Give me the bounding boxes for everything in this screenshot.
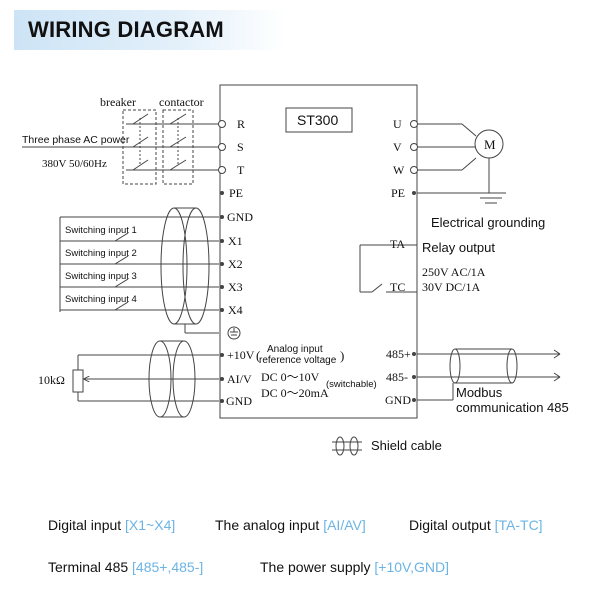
model-label: ST300 <box>297 112 338 128</box>
terminal-s: S <box>237 140 244 154</box>
model-box <box>285 107 353 133</box>
analog-range-v: DC 0～10V <box>261 370 320 384</box>
legend-analog-input: The analog input [AI/AV] <box>215 517 366 533</box>
legend-terms: [485+,485-] <box>132 559 204 575</box>
page-title: WIRING DIAGRAM <box>28 17 224 42</box>
analog-range-ma: DC 0～20mA <box>261 386 329 400</box>
terminal-ta: TA <box>390 237 405 251</box>
terminal-v: V <box>393 140 402 154</box>
terminal-gnd: GND <box>227 210 253 224</box>
switching-input-4: Switching input 4 <box>65 294 137 305</box>
modbus-line2: communication 485 <box>456 400 569 415</box>
terminal-r: R <box>237 117 245 131</box>
terminal-pe: PE <box>229 186 243 200</box>
legend-terms: [+10V,GND] <box>374 559 449 575</box>
analog-ref-line1: Analog input <box>267 344 323 355</box>
legend-digital-output: Digital output [TA-TC] <box>409 517 543 533</box>
legend-label: Terminal 485 <box>48 559 133 575</box>
legend-label: The analog input <box>215 517 324 533</box>
terminal-gnd-analog: GND <box>226 394 252 408</box>
power-source-label: Three phase AC power <box>22 134 130 146</box>
relay-rating-dc: 30V DC/1A <box>422 280 480 294</box>
motor-label: M <box>484 137 496 152</box>
terminal-gnd-right: GND <box>385 393 411 407</box>
drive-box <box>219 84 418 419</box>
switching-input-1: Switching input 1 <box>65 225 137 236</box>
contactor-label: contactor <box>159 95 204 109</box>
analog-close-paren: ) <box>340 348 344 363</box>
legend-label: Digital input <box>48 517 126 533</box>
terminal-w: W <box>393 163 405 177</box>
terminal-pe-right: PE <box>391 186 405 200</box>
terminal-u: U <box>393 117 402 131</box>
legend-terms: [TA-TC] <box>494 517 543 533</box>
legend-label: Digital output <box>409 517 495 533</box>
grounding-label: Electrical grounding <box>431 215 545 230</box>
modbus-line1: Modbus <box>456 385 503 400</box>
relay-output-label: Relay output <box>422 240 495 255</box>
analog-ref-line2: reference voltage <box>259 355 337 366</box>
relay-rating-ac: 250V AC/1A <box>422 265 486 279</box>
analog-open-paren: ( <box>256 348 260 363</box>
legend-terms: [AI/AV] <box>323 517 366 533</box>
terminal-485-minus: 485- <box>386 370 408 384</box>
switching-input-3: Switching input 3 <box>65 271 137 282</box>
shield-cable-label: Shield cable <box>371 438 442 453</box>
terminal-x2: X2 <box>228 257 243 271</box>
breaker-label: breaker <box>100 95 136 109</box>
potentiometer-label: 10kΩ <box>38 373 65 387</box>
switching-input-2: Switching input 2 <box>65 248 137 259</box>
legend-label: The power supply <box>260 559 375 575</box>
terminal-485-plus: 485+ <box>386 347 411 361</box>
analog-switchable: (switchable) <box>326 379 377 390</box>
terminal-tc: TC <box>390 280 405 294</box>
terminal-x1: X1 <box>228 234 243 248</box>
terminal-10v: +10V <box>227 348 255 362</box>
legend-terminal-485: Terminal 485 [485+,485-] <box>48 559 203 575</box>
power-spec-label: 380V 50/60Hz <box>42 158 107 170</box>
legend-terms: [X1~X4] <box>125 517 176 533</box>
legend-power-supply: The power supply [+10V,GND] <box>260 559 449 575</box>
terminal-aiv: AI/V <box>227 372 252 386</box>
terminal-t: T <box>237 163 245 177</box>
title-bar: WIRING DIAGRAM <box>14 10 286 50</box>
terminal-x3: X3 <box>228 280 243 294</box>
legend-digital-input: Digital input [X1~X4] <box>48 517 175 533</box>
terminal-x4: X4 <box>228 303 243 317</box>
